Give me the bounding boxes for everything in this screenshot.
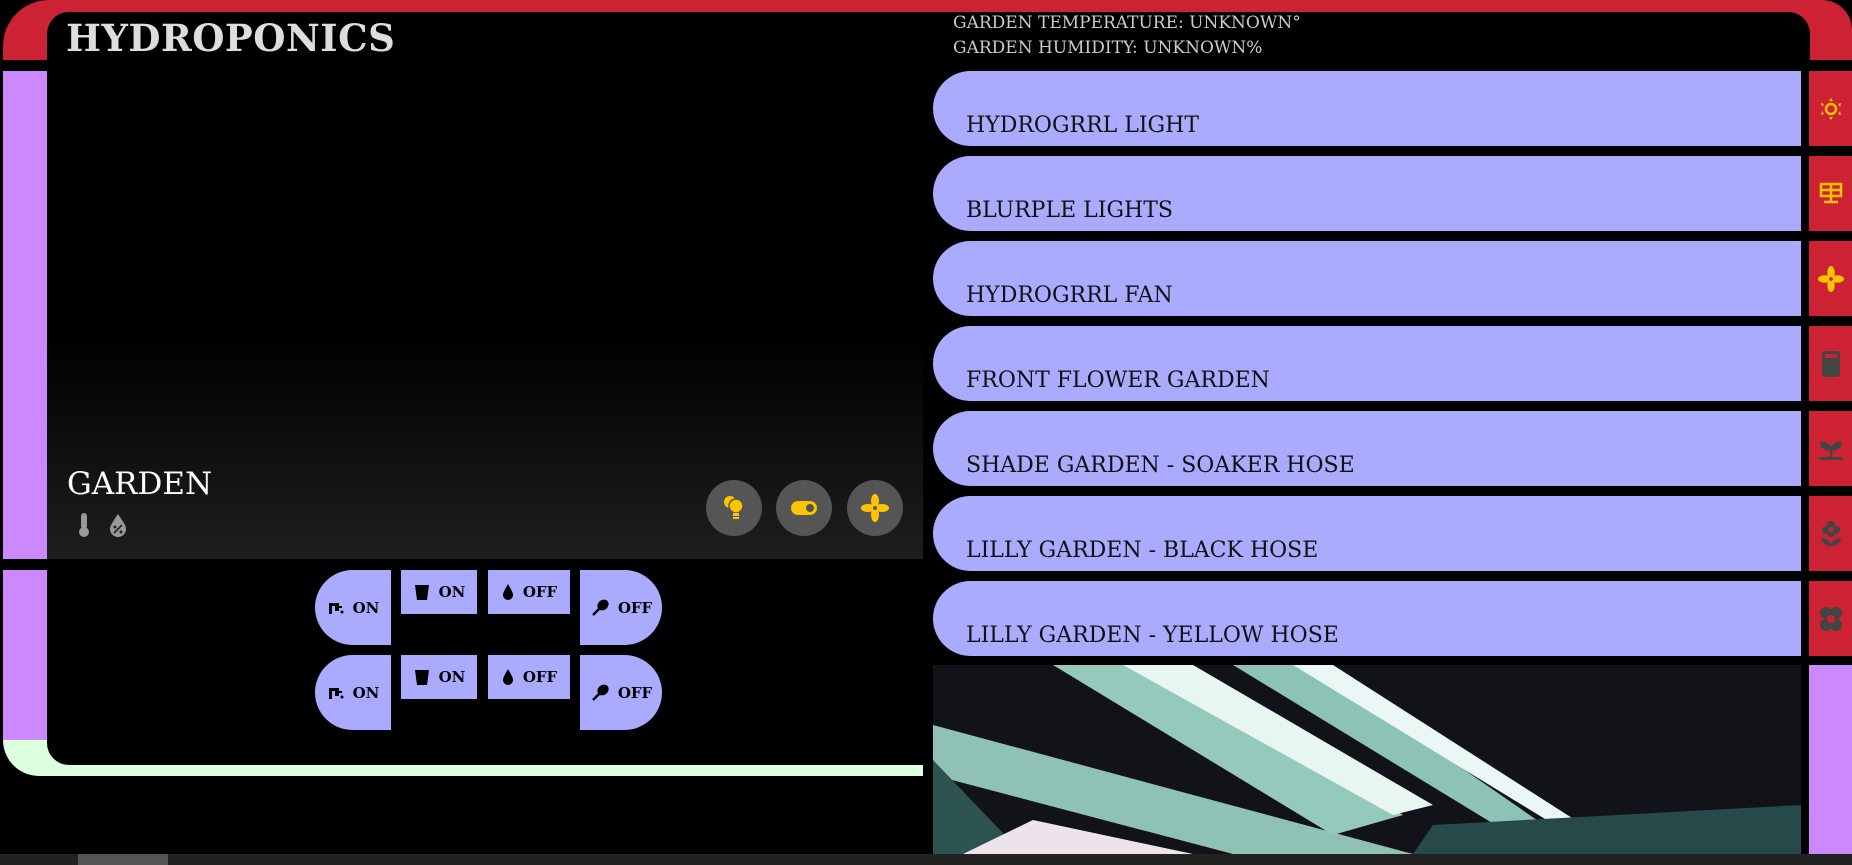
entity-icon-button[interactable] xyxy=(1809,156,1852,231)
fan-icon xyxy=(861,494,889,522)
switch-water-drop[interactable]: OFF xyxy=(488,570,570,614)
switch-bucket[interactable]: ON xyxy=(401,655,477,699)
entity-label: BLURPLE LIGHTS xyxy=(966,198,1173,223)
switch-state: OFF xyxy=(522,583,558,601)
garden-humidity: GARDEN HUMIDITY: UNKNOWN% xyxy=(953,38,1263,58)
page-title: HYDROPONICS xyxy=(66,16,396,60)
entity-button[interactable]: SHADE GARDEN - SOAKER HOSE xyxy=(933,411,1801,486)
faucet-icon xyxy=(327,684,345,702)
entity-button[interactable]: LILLY GARDEN - YELLOW HOSE xyxy=(933,581,1801,656)
taskbar-active-item[interactable] xyxy=(78,854,168,865)
right-sidebar-segment xyxy=(1809,665,1852,854)
water-percent-icon xyxy=(110,514,126,537)
entity-icon-button[interactable] xyxy=(1809,581,1852,656)
toggle-switch-icon xyxy=(791,501,817,515)
entity-label: LILLY GARDEN - YELLOW HOSE xyxy=(966,623,1339,648)
entity-label: HYDROGRRL LIGHT xyxy=(966,113,1199,138)
left-sidebar-segment xyxy=(3,570,47,740)
sprinkler-icon xyxy=(590,598,610,618)
switch-bucket[interactable]: ON xyxy=(401,570,477,614)
background-artwork-image xyxy=(933,665,1801,854)
bucket-icon xyxy=(413,668,431,686)
taskbar xyxy=(0,854,1852,865)
switch-state: OFF xyxy=(617,683,653,702)
entity-button[interactable]: LILLY GARDEN - BLACK HOSE xyxy=(933,496,1801,571)
fan-icon xyxy=(1817,265,1844,292)
sprinkler-icon xyxy=(590,683,610,703)
garden-name: GARDEN xyxy=(67,466,213,502)
switch-state: OFF xyxy=(617,598,653,617)
entity-label: LILLY GARDEN - BLACK HOSE xyxy=(966,538,1319,563)
lightbulb-group-icon xyxy=(724,496,744,519)
water-drop-icon xyxy=(501,668,515,686)
left-sidebar-segment xyxy=(3,71,47,559)
flower-icon xyxy=(1819,520,1843,548)
entity-button[interactable]: HYDROGRRL FAN xyxy=(933,241,1801,316)
faucet-icon xyxy=(327,599,345,617)
solar-panel-icon xyxy=(1818,181,1844,207)
switch-sprinkler[interactable]: OFF xyxy=(580,655,662,730)
entity-icon-button[interactable] xyxy=(1809,326,1852,401)
switch-state: ON xyxy=(438,668,466,686)
garden-temperature: GARDEN TEMPERATURE: UNKNOWN° xyxy=(953,13,1301,33)
bucket-icon xyxy=(413,583,431,601)
thermometer-icon xyxy=(79,513,89,537)
switch-sprinkler[interactable]: OFF xyxy=(580,570,662,645)
switch-faucet[interactable]: ON xyxy=(315,655,391,730)
switch-state: ON xyxy=(352,683,380,702)
sprout-icon xyxy=(1817,437,1845,461)
switch-state: OFF xyxy=(522,668,558,686)
entity-label: SHADE GARDEN - SOAKER HOSE xyxy=(966,453,1355,478)
flower-outline-icon xyxy=(1817,606,1845,632)
fan-button[interactable] xyxy=(847,480,903,536)
entity-label: HYDROGRRL FAN xyxy=(966,283,1173,308)
switch-state: ON xyxy=(438,583,466,601)
toggle-button[interactable] xyxy=(776,480,832,536)
sun-icon xyxy=(1819,97,1843,121)
entity-icon-button[interactable] xyxy=(1809,241,1852,316)
entity-button[interactable]: FRONT FLOWER GARDEN xyxy=(933,326,1801,401)
water-tank-icon xyxy=(1820,350,1842,378)
lightbulb-group-button[interactable] xyxy=(706,480,762,536)
entity-button[interactable]: BLURPLE LIGHTS xyxy=(933,156,1801,231)
switch-state: ON xyxy=(352,598,380,617)
header-area xyxy=(47,12,1810,60)
water-drop-icon xyxy=(501,583,515,601)
garden-area-card[interactable] xyxy=(47,71,923,559)
switch-water-drop[interactable]: OFF xyxy=(488,655,570,699)
switch-faucet[interactable]: ON xyxy=(315,570,391,645)
entity-label: FRONT FLOWER GARDEN xyxy=(966,368,1270,393)
entity-icon-button[interactable] xyxy=(1809,71,1852,146)
entity-button[interactable]: HYDROGRRL LIGHT xyxy=(933,71,1801,146)
entity-icon-button[interactable] xyxy=(1809,496,1852,571)
entity-icon-button[interactable] xyxy=(1809,411,1852,486)
